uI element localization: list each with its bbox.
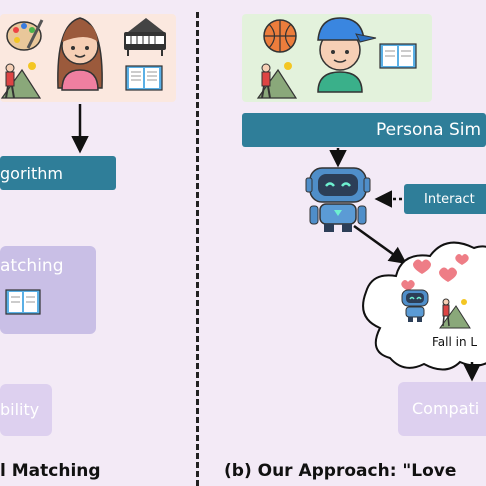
piano-icon	[124, 18, 166, 56]
persona-simulation-box: Persona Sim	[242, 113, 486, 147]
girl-avatar-icon	[57, 17, 103, 91]
heart-icon	[401, 254, 469, 291]
interaction-box: Interact	[404, 184, 486, 214]
left-compatibility-box: bility	[0, 384, 52, 436]
fall-in-love-label: Fall in L	[432, 335, 477, 349]
robot-icon	[401, 289, 429, 322]
matching-label: atching	[0, 256, 64, 276]
interaction-label: Interact	[424, 191, 475, 207]
right-compatibility-label: Compati	[412, 399, 480, 418]
right-compatibility-box: Compati	[398, 382, 486, 436]
hiker-icon	[0, 62, 42, 99]
palette-icon	[6, 19, 44, 51]
algorithm-box: gorithm	[0, 156, 116, 190]
robot-to-cloud-arrow	[353, 224, 407, 265]
right-caption: (b) Our Approach: "Love	[224, 461, 456, 481]
persona-label: Persona Sim	[376, 120, 482, 140]
book-icon	[379, 43, 417, 69]
section-divider	[196, 12, 199, 486]
algorithm-label: gorithm	[0, 163, 63, 183]
robot-icon	[305, 167, 371, 232]
book-icon	[5, 289, 41, 315]
book-icon	[125, 65, 163, 91]
basketball-icon	[263, 19, 297, 53]
hiker-icon	[439, 298, 471, 329]
boy-avatar-icon	[317, 17, 377, 93]
left-compatibility-label: bility	[0, 400, 40, 419]
left-caption: l Matching	[0, 461, 101, 481]
hiker-icon	[256, 62, 298, 99]
